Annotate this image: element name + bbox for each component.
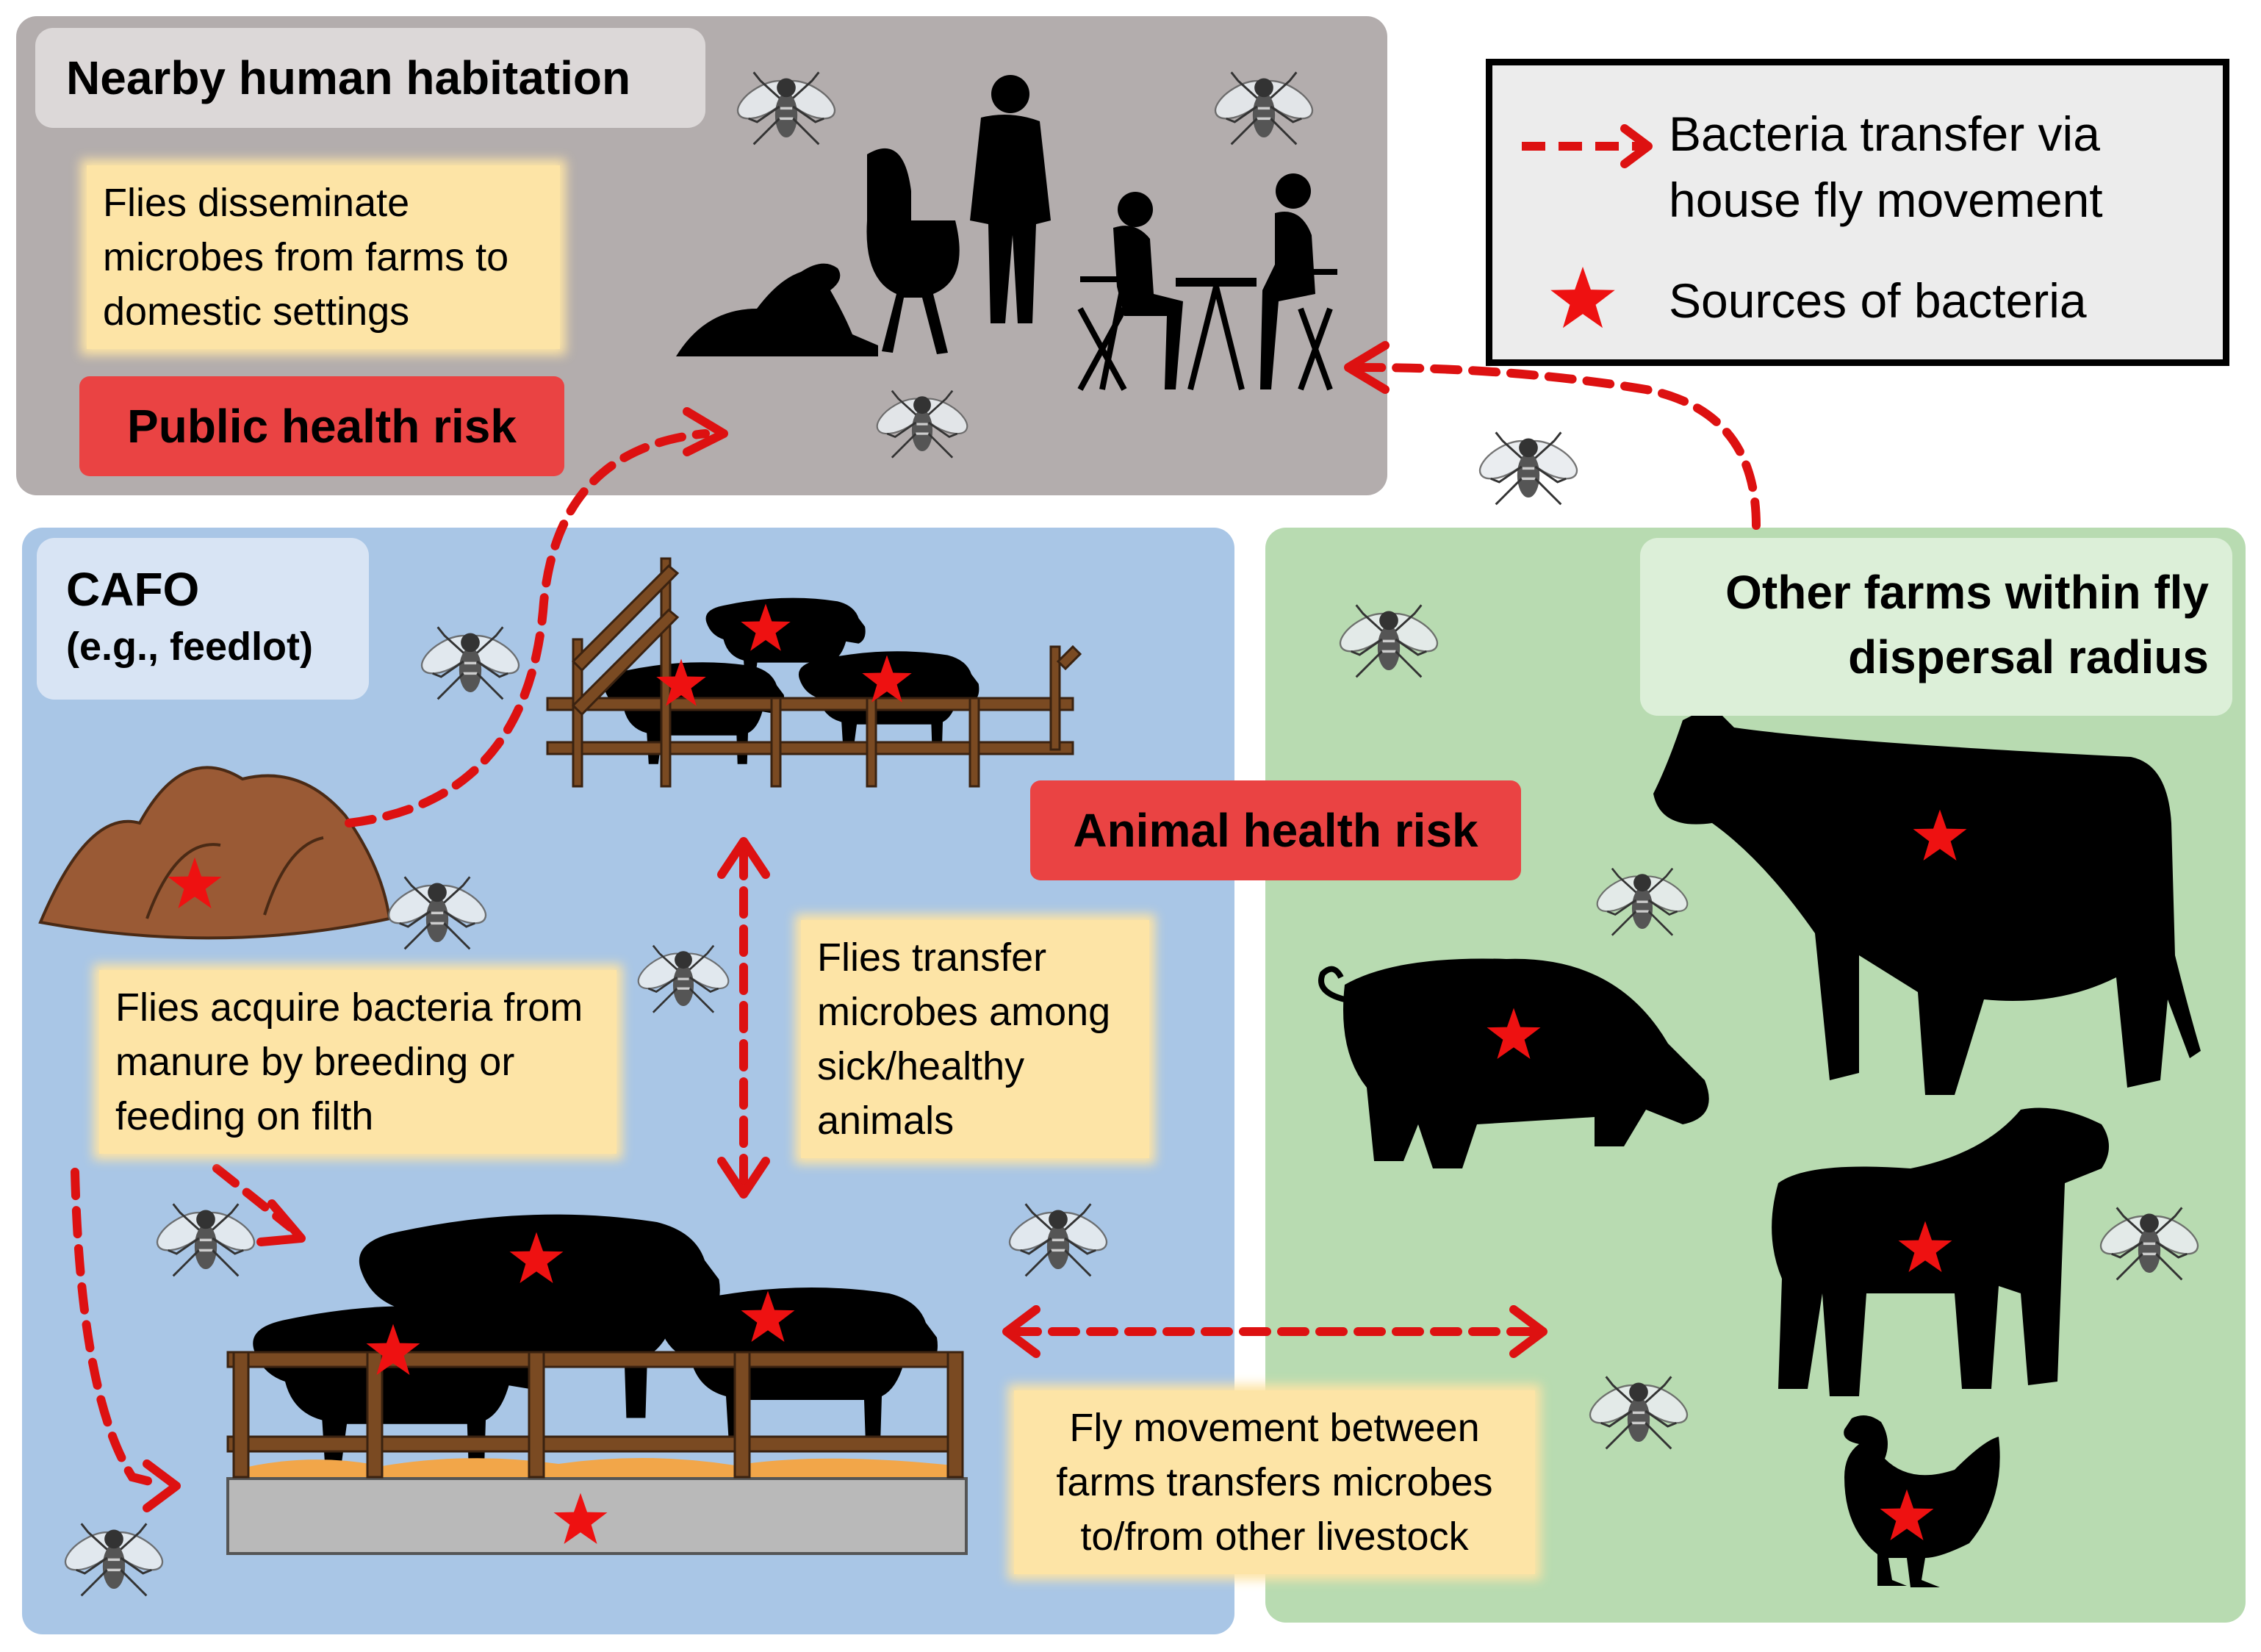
fly-icon — [1587, 1375, 1690, 1451]
animal-health-risk-badge: Animal health risk — [1030, 780, 1521, 880]
public-health-risk-badge: Public health risk — [79, 376, 564, 476]
legend-star-label: Sources of bacteria — [1669, 273, 2087, 328]
fly-icon — [2098, 1206, 2201, 1282]
habitation-note: Flies disseminate microbes from farms to… — [87, 165, 560, 349]
top-feedlot-pen — [546, 557, 1082, 788]
arrow-left-down — [71, 1168, 166, 1489]
cafo-title-text: CAFO — [66, 563, 200, 616]
arrow-farms-to-habitation — [1355, 363, 1761, 530]
fly-transfer-arrows — [71, 363, 1761, 1489]
habitation-title-text: Nearby human habitation — [66, 51, 631, 104]
fly-icon — [419, 625, 522, 701]
fly-icon — [1595, 867, 1690, 937]
cow-silhouette — [1653, 705, 2201, 1095]
standing-person-silhouette — [970, 75, 1051, 323]
fly-icon — [874, 389, 970, 459]
fly-icon — [154, 1202, 257, 1278]
animal-health-risk-label: Animal health risk — [1073, 804, 1478, 857]
cafo-animals-note: Flies transfer microbes among sick/healt… — [801, 920, 1149, 1158]
legend-arrow-label-line2: house fly movement — [1669, 173, 2103, 227]
fly-icon — [636, 944, 731, 1014]
fly-icon — [735, 71, 838, 146]
cafo-manure-note: Flies acquire bacteria from manure by br… — [99, 970, 617, 1154]
arrow-manure-to-habitation — [345, 429, 710, 827]
arrowheads — [143, 341, 1548, 1512]
chicken-silhouette — [1844, 1415, 2000, 1587]
farms-title-line1: Other farms within fly — [1725, 566, 2209, 619]
legend-arrow-label: Bacteria transfer via house fly movement — [1669, 101, 2103, 233]
farms-title: Other farms within fly dispersal radius — [1640, 538, 2232, 716]
cafo-title: CAFO (e.g., feedlot) — [37, 538, 369, 700]
dog-silhouette — [676, 263, 878, 356]
manure-pile — [38, 766, 392, 940]
legend: Bacteria transfer via house fly movement… — [1486, 59, 2229, 366]
pig-silhouette — [1318, 958, 1709, 1168]
legend-star-icon — [1550, 266, 1615, 328]
fly-icon — [1212, 71, 1315, 146]
fly-icon — [1337, 603, 1440, 679]
farms-note: Fly movement between farms transfers mic… — [1014, 1390, 1535, 1574]
farms-title-line2: dispersal radius — [1848, 631, 2209, 683]
fly-icon — [62, 1522, 165, 1598]
habitation-title: Nearby human habitation — [35, 28, 705, 128]
cafo-subtitle-text: (e.g., feedlot) — [66, 625, 313, 669]
fly-icon — [1007, 1202, 1110, 1278]
seated-couple-silhouette — [1077, 173, 1337, 391]
grill-silhouette — [866, 148, 960, 354]
sheep-silhouette — [1772, 1107, 2109, 1396]
fly-icon — [1477, 431, 1580, 506]
bottom-feedlot — [226, 1214, 968, 1555]
fly-icon — [386, 875, 489, 951]
legend-arrow-label-line1: Bacteria transfer via — [1669, 107, 2100, 161]
public-health-risk-label: Public health risk — [127, 400, 517, 453]
legend-dashed-arrow-icon — [1522, 124, 1653, 168]
